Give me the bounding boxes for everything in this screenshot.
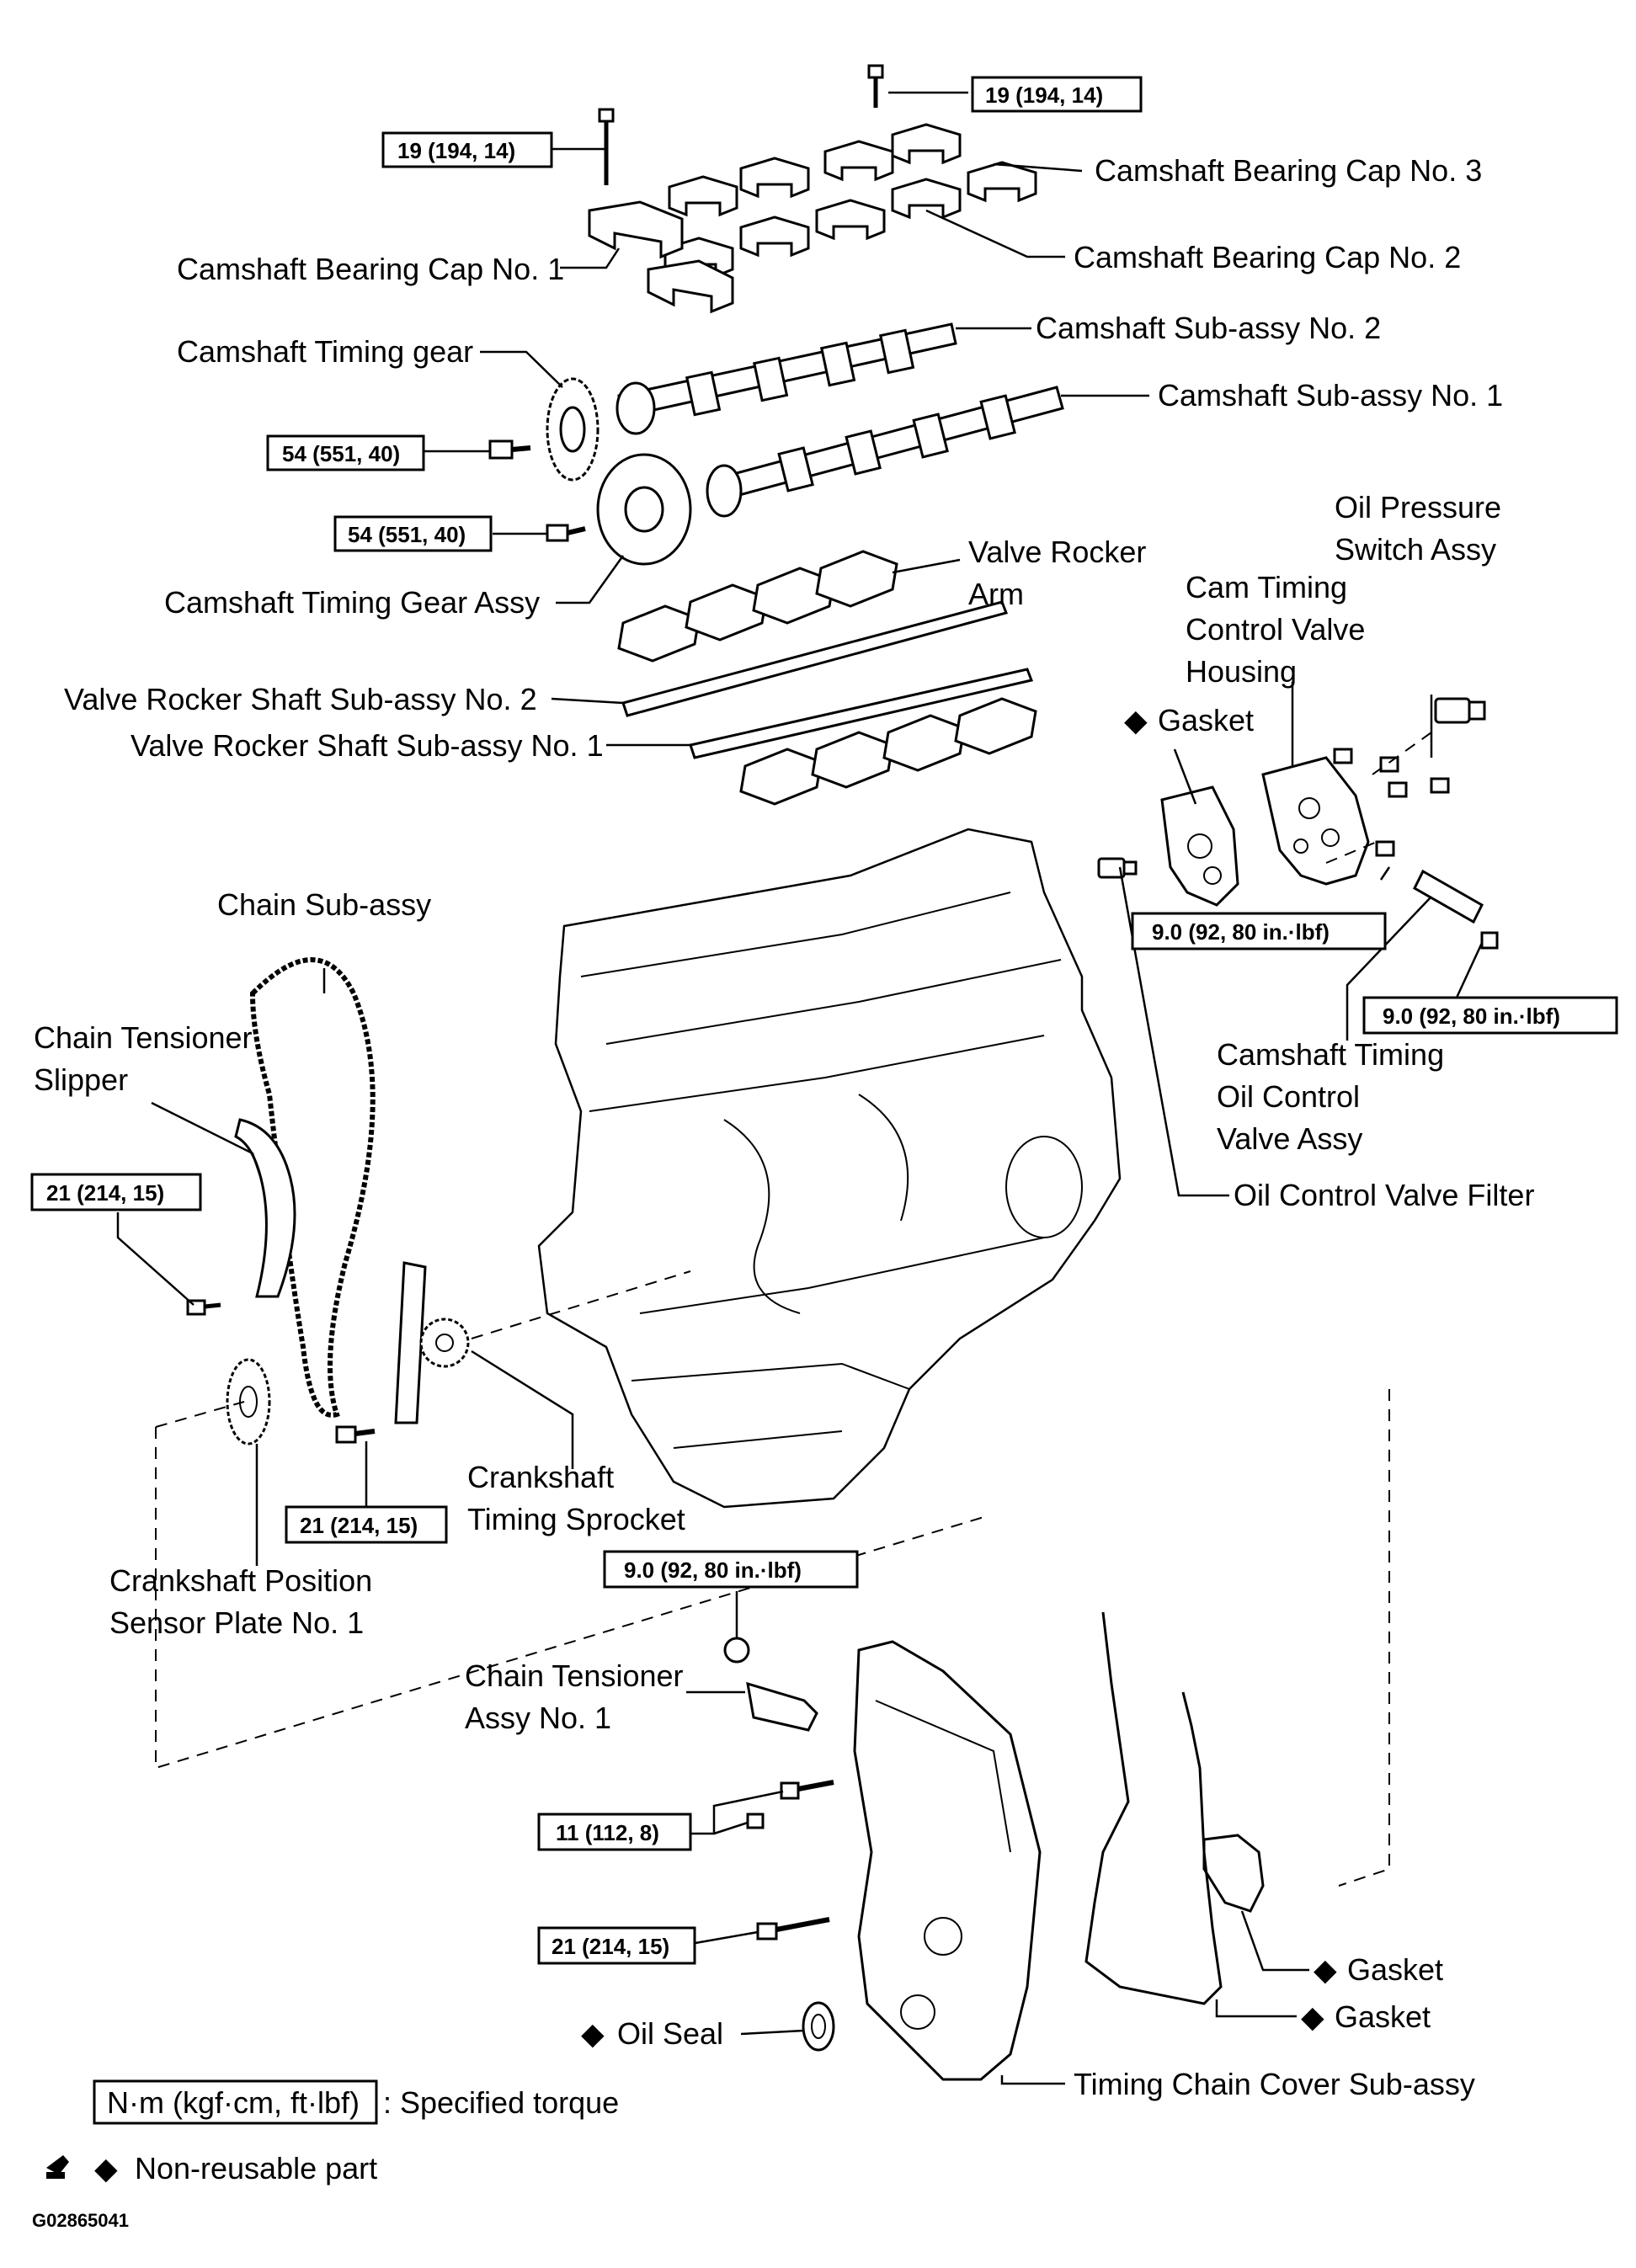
cam-timing-control-valve-housing-icon xyxy=(1261,756,1370,886)
label-oil-pressure-line2: Switch Assy xyxy=(1335,532,1496,567)
oil-seal-icon xyxy=(802,2001,835,2052)
chain-guide-bolt-icon xyxy=(335,1425,376,1444)
oil-pressure-switch-icon xyxy=(1434,697,1486,724)
part-labels: Camshaft Bearing Cap No. 3 Camshaft Bear… xyxy=(34,153,1534,2101)
engine-block xyxy=(537,828,1122,1509)
label-rocker-shaft-2: Valve Rocker Shaft Sub-assy No. 2 xyxy=(64,682,537,716)
label-housing-line1: Cam Timing xyxy=(1186,570,1347,604)
label-gasket-housing: Gasket xyxy=(1158,703,1254,737)
figure-id: G02865041 xyxy=(32,2210,129,2231)
torque-ocv: 9.0 (92, 80 in.·lbf) xyxy=(1383,1004,1560,1029)
crankshaft-timing-sprocket-icon xyxy=(419,1318,470,1368)
label-oil-pressure-line1: Oil Pressure xyxy=(1335,490,1501,524)
torque-housing: 9.0 (92, 80 in.·lbf) xyxy=(1152,919,1330,945)
torque-timing-gear: 54 (551, 40) xyxy=(282,441,400,466)
camshaft-timing-ocv-icon xyxy=(1413,869,1499,950)
label-sensor-plate-line1: Crankshaft Position xyxy=(109,1563,372,1598)
label-oil-seal: Oil Seal xyxy=(617,2016,723,2051)
label-housing-line2: Control Valve xyxy=(1186,612,1365,647)
label-rocker-shaft-1: Valve Rocker Shaft Sub-assy No. 1 xyxy=(131,728,604,763)
camshaft-timing-gear-icon xyxy=(546,377,600,482)
valve-rocker-arms-lower xyxy=(739,697,1037,806)
label-timing-gear-assy: Camshaft Timing Gear Assy xyxy=(164,585,540,620)
legend-torque-unit: N·m (kgf·cm, ft·lbf) xyxy=(107,2085,360,2120)
torque-timing-gear-assy: 54 (551, 40) xyxy=(348,522,466,547)
chain-guide-icon xyxy=(394,1261,427,1424)
diamond-icon: ◆ xyxy=(581,2016,605,2051)
pen-icon xyxy=(46,2155,69,2179)
legend-torque-text: : Specified torque xyxy=(383,2085,619,2120)
cover-gasket-outer-icon xyxy=(1084,1611,1223,2005)
label-ocv-line1: Camshaft Timing xyxy=(1217,1037,1444,1072)
legend-nonreusable-text: Non-reusable part xyxy=(135,2151,377,2185)
torque-bearing-cap-left: 19 (194, 14) xyxy=(397,138,515,163)
chain-tensioner-assy-icon xyxy=(723,1637,818,1732)
cap-bolt-right-icon xyxy=(867,64,884,108)
label-chain-sub: Chain Sub-assy xyxy=(217,887,431,922)
oil-control-valve-filter-icon xyxy=(1097,857,1138,879)
label-gasket-b: Gasket xyxy=(1335,1999,1431,2034)
cap-bolt-left-icon xyxy=(598,108,615,185)
leader-lines xyxy=(116,91,1484,2085)
camshaft-bearing-caps xyxy=(588,123,1037,314)
label-slipper-line1: Chain Tensioner xyxy=(34,1020,253,1055)
diamond-icon: ◆ xyxy=(1124,703,1148,737)
torque-cover-large: 21 (214, 15) xyxy=(552,1934,669,1959)
label-timing-gear: Camshaft Timing gear xyxy=(177,334,473,369)
timing-gear-bolt-icon xyxy=(488,439,531,460)
label-sensor-plate-line2: Sensor Plate No. 1 xyxy=(109,1605,364,1640)
label-bearing-cap-2: Camshaft Bearing Cap No. 2 xyxy=(1074,240,1461,274)
torque-cover-small: 11 (112, 8) xyxy=(556,1820,659,1845)
chain-tensioner-slipper-icon xyxy=(234,1118,296,1298)
label-camshaft-sub-2: Camshaft Sub-assy No. 2 xyxy=(1036,311,1381,345)
camshaft-timing-gear-assy-icon xyxy=(596,453,692,566)
diamond-icon: ◆ xyxy=(1314,1952,1337,1987)
legend: N·m (kgf·cm, ft·lbf) : Specified torque … xyxy=(32,2079,619,2231)
valve-rocker-shaft-1 xyxy=(689,668,1034,759)
label-tensioner-assy-line1: Chain Tensioner xyxy=(465,1658,684,1693)
label-housing-line3: Housing xyxy=(1186,654,1297,689)
torque-bearing-cap-right: 19 (194, 14) xyxy=(985,83,1103,108)
label-ocv-line3: Valve Assy xyxy=(1217,1121,1362,1156)
label-tensioner-assy-line2: Assy No. 1 xyxy=(465,1701,611,1735)
label-crank-sprocket-line2: Timing Sprocket xyxy=(467,1502,685,1536)
gasket-housing-icon xyxy=(1160,785,1239,907)
label-ocv-filter: Oil Control Valve Filter xyxy=(1234,1178,1534,1212)
valve-rocker-arms-upper xyxy=(617,550,898,663)
valve-rocker-shaft-2 xyxy=(621,600,1008,717)
label-slipper-line2: Slipper xyxy=(34,1062,128,1097)
torque-chain-guide: 21 (214, 15) xyxy=(300,1513,418,1538)
cover-gasket-inner-icon xyxy=(1202,1834,1265,1913)
camshaft-sub-assy-1 xyxy=(706,386,1064,518)
crankshaft-position-sensor-plate-icon xyxy=(226,1358,271,1445)
cover-bolts-icon xyxy=(746,1780,834,1941)
camshaft-sub-assy-2 xyxy=(615,322,957,435)
label-rocker-arm-line1: Valve Rocker xyxy=(968,535,1146,569)
timing-chain-cover-icon xyxy=(853,1640,1042,2081)
torque-boxes: 19 (194, 14) 19 (194, 14) 54 (551, 40) 5… xyxy=(30,76,1618,1965)
label-bearing-cap-1: Camshaft Bearing Cap No. 1 xyxy=(177,252,564,286)
label-camshaft-sub-1: Camshaft Sub-assy No. 1 xyxy=(1158,378,1503,413)
label-crank-sprocket-line1: Crankshaft xyxy=(467,1460,614,1494)
torque-slipper: 21 (214, 15) xyxy=(46,1180,164,1206)
label-ocv-line2: Oil Control xyxy=(1217,1079,1360,1114)
label-rocker-arm-line2: Arm xyxy=(968,577,1024,611)
housing-bolts-icon xyxy=(1333,748,1450,857)
torque-tensioner: 9.0 (92, 80 in.·lbf) xyxy=(624,1557,802,1583)
timing-gear-assy-bolt-icon xyxy=(546,524,586,542)
diamond-icon: ◆ xyxy=(94,2151,118,2185)
label-timing-cover: Timing Chain Cover Sub-assy xyxy=(1074,2067,1475,2101)
label-bearing-cap-3: Camshaft Bearing Cap No. 3 xyxy=(1095,153,1482,188)
label-gasket-a: Gasket xyxy=(1347,1952,1443,1987)
chain-sub-assy-icon xyxy=(249,957,376,1418)
alignment-dashed-lines xyxy=(155,732,1432,1887)
diamond-icon: ◆ xyxy=(1301,1999,1324,2034)
